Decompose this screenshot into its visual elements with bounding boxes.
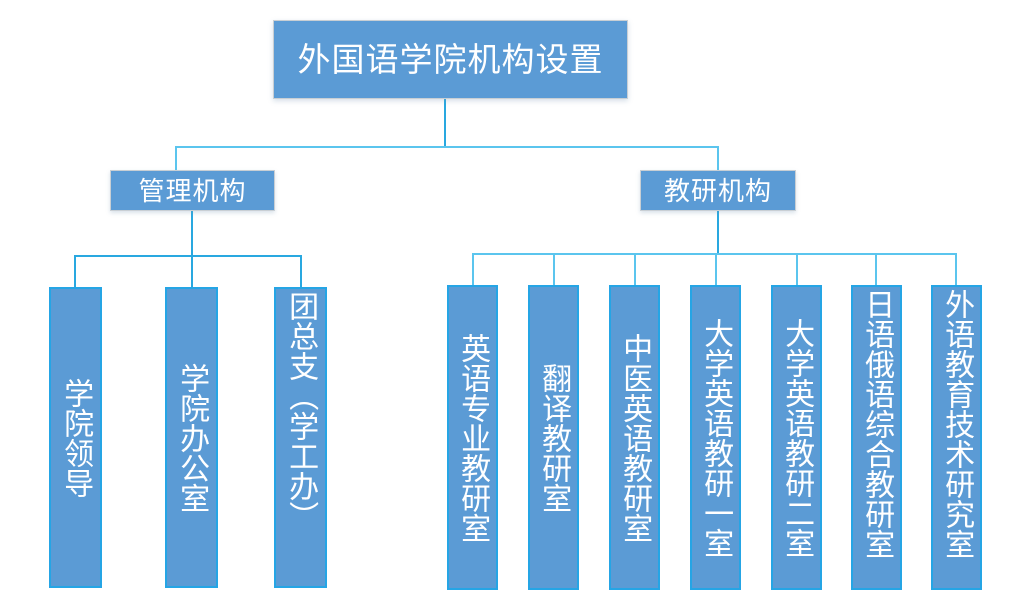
connector-research-stem <box>717 211 719 253</box>
node-leaf-academy-office[interactable]: 学院办公室 <box>165 287 218 588</box>
connector-research-drop-1 <box>472 253 474 285</box>
node-leaf-japanese-russian-office[interactable]: 日语俄语综合教研室 <box>851 285 902 590</box>
node-leaf-academy-leadership[interactable]: 学院领导 <box>49 287 102 588</box>
node-leaf-label: 团总支（学工办） <box>284 291 318 531</box>
connector-to-research <box>717 146 719 171</box>
connector-management-drop-1 <box>74 255 76 287</box>
connector-research-drop-4 <box>715 253 717 285</box>
connector-level1-bus <box>175 146 719 148</box>
connector-management-drop-2 <box>191 255 193 287</box>
node-leaf-label: 英语专业教研室 <box>456 332 490 543</box>
connector-root-stem <box>444 99 446 146</box>
node-root[interactable]: 外国语学院机构设置 <box>273 20 628 99</box>
connector-management-drop-3 <box>300 255 302 287</box>
connector-research-drop-6 <box>875 253 877 285</box>
connector-research-drop-7 <box>955 253 957 285</box>
node-management-label: 管理机构 <box>138 175 247 206</box>
node-leaf-label: 外语教育技术研究室 <box>940 289 974 559</box>
connector-research-drop-3 <box>634 253 636 285</box>
node-leaf-label: 大学英语教研一室 <box>699 317 733 558</box>
node-leaf-label: 大学英语教研二室 <box>780 317 814 558</box>
node-leaf-college-english-office-1[interactable]: 大学英语教研一室 <box>690 285 741 590</box>
node-leaf-label: 日语俄语综合教研室 <box>860 289 894 559</box>
node-leaf-foreign-language-edu-tech-office[interactable]: 外语教育技术研究室 <box>931 285 982 590</box>
connector-to-management <box>175 146 177 171</box>
node-management[interactable]: 管理机构 <box>110 170 275 211</box>
node-research-label: 教研机构 <box>663 175 772 206</box>
node-research[interactable]: 教研机构 <box>640 170 796 211</box>
node-leaf-translation-teaching-office[interactable]: 翻译教研室 <box>528 285 579 590</box>
node-leaf-youth-league-branch[interactable]: 团总支（学工办） <box>274 287 327 588</box>
node-leaf-label: 学院办公室 <box>175 362 209 513</box>
node-leaf-label: 学院领导 <box>59 377 93 498</box>
connector-management-bus <box>74 255 302 257</box>
connector-research-drop-2 <box>553 253 555 285</box>
node-leaf-english-major-teaching-office[interactable]: 英语专业教研室 <box>447 285 498 590</box>
connector-research-drop-5 <box>796 253 798 285</box>
connector-management-stem <box>191 211 193 256</box>
connector-research-bus <box>472 253 957 255</box>
node-leaf-label: 中医英语教研室 <box>618 332 652 543</box>
node-leaf-tcm-english-teaching-office[interactable]: 中医英语教研室 <box>609 285 660 590</box>
node-root-label: 外国语学院机构设置 <box>297 41 604 78</box>
node-leaf-label: 翻译教研室 <box>537 362 571 513</box>
node-leaf-college-english-office-2[interactable]: 大学英语教研二室 <box>771 285 822 590</box>
